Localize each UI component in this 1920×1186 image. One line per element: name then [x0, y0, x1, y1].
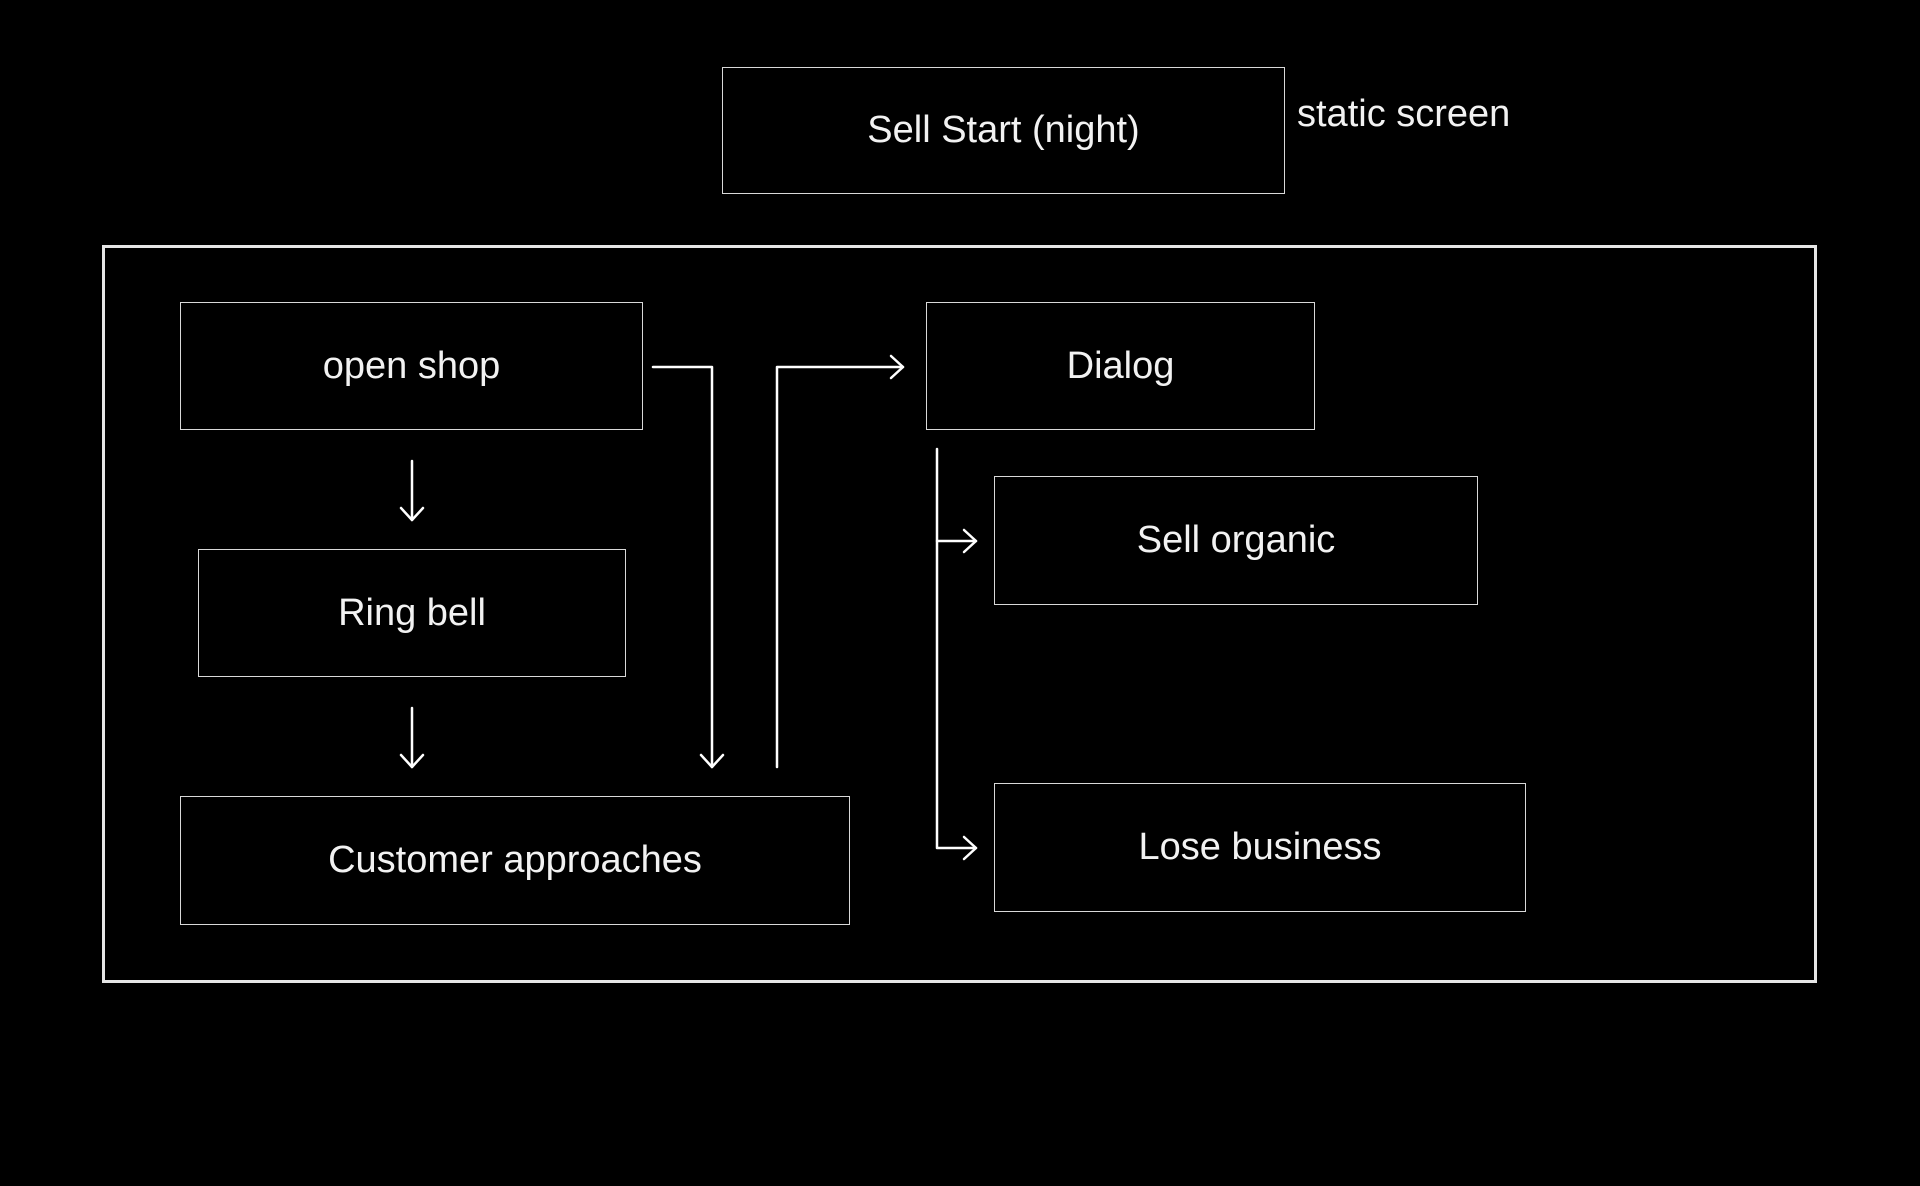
- arrow-open-shop-to-ring-bell: [399, 459, 425, 522]
- arrow-ring-bell-to-customer: [399, 706, 425, 769]
- arrow-dialog-branches: [935, 447, 978, 861]
- lose-business-node: Lose business: [994, 783, 1526, 912]
- flow-group-frame: [102, 245, 1817, 983]
- dialog-node: Dialog: [926, 302, 1315, 430]
- static-screen-note: static screen: [1297, 93, 1511, 135]
- open-shop-label: open shop: [322, 344, 501, 387]
- ring-bell-label: Ring bell: [338, 591, 486, 634]
- sell-organic-label: Sell organic: [1136, 519, 1336, 561]
- open-shop-node: open shop: [180, 302, 643, 430]
- arrow-customer-to-dialog: [775, 354, 905, 769]
- customer-approaches-node: Customer approaches: [180, 796, 850, 925]
- lose-business-label: Lose business: [1138, 826, 1382, 868]
- customer-approaches-label: Customer approaches: [328, 839, 702, 881]
- sell-start-node: Sell Start (night): [722, 67, 1285, 194]
- ring-bell-node: Ring bell: [198, 549, 626, 677]
- sell-organic-node: Sell organic: [994, 476, 1478, 605]
- arrow-open-shop-to-customer: [651, 365, 725, 769]
- dialog-label: Dialog: [1066, 344, 1175, 387]
- sell-start-label: Sell Start (night): [867, 109, 1140, 151]
